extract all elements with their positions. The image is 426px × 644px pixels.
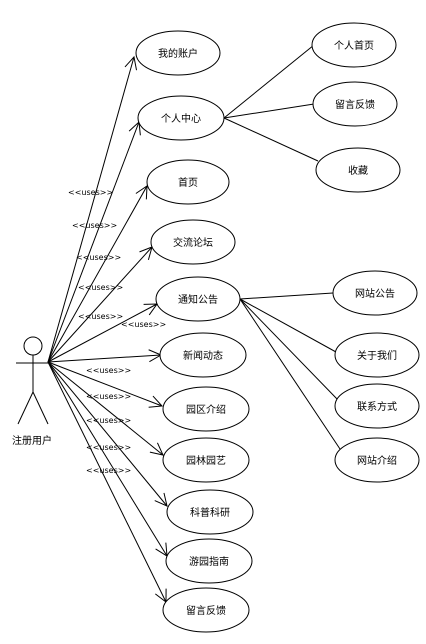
edge-garden-art [47, 361, 164, 456]
actor-label: 注册用户 [12, 434, 52, 447]
use-case-label: 关于我们 [357, 349, 397, 362]
use-case-label: 游园指南 [189, 555, 229, 568]
use-case-label: 园林园艺 [186, 454, 226, 467]
edge-pc-favorites [223, 117, 319, 162]
uses-label-1: <<uses>> [68, 188, 113, 197]
edge-news [47, 349, 163, 363]
use-case-garden-art[interactable]: 园林园艺 [162, 437, 250, 483]
edge-science [47, 361, 168, 507]
uses-label-8: <<uses>> [86, 392, 131, 401]
use-case-home[interactable]: 首页 [146, 159, 230, 205]
edge-site-intro [239, 298, 341, 450]
use-case-pc-feedback[interactable]: 留言反馈 [312, 81, 398, 127]
use-case-label: 我的账户 [158, 47, 198, 60]
uses-label-6: <<uses>> [121, 320, 166, 329]
edge-personal-center [47, 120, 141, 363]
uses-label-4: <<uses>> [78, 283, 123, 292]
use-case-feedback[interactable]: 留言反馈 [162, 587, 250, 633]
uses-label-7: <<uses>> [86, 366, 131, 375]
edge-contact [239, 298, 339, 401]
use-case-label: 联系方式 [357, 400, 397, 413]
uses-label-5: <<uses>> [78, 312, 123, 321]
edge-site-notice [239, 292, 334, 300]
use-case-forum[interactable]: 交流论坛 [150, 219, 236, 265]
uses-label-2: <<uses>> [72, 221, 117, 230]
use-case-label: 个人首页 [334, 39, 374, 52]
use-case-pc-home[interactable]: 个人首页 [311, 22, 397, 68]
edge-pc-feedback [223, 103, 315, 119]
sub-edges [223, 44, 341, 450]
use-cases: 我的账户 个人中心 首页 交流论坛 通知公告 新闻动态 园区介绍 园林园艺 [135, 22, 420, 633]
edge-park-intro [47, 361, 164, 408]
actor-left-leg [17, 391, 34, 425]
use-case-site-intro[interactable]: 网站介绍 [334, 437, 420, 483]
use-case-label: 园区介绍 [186, 403, 226, 416]
edge-tour-guide [47, 361, 168, 557]
edge-my-account [47, 55, 138, 363]
use-case-label: 科普科研 [190, 506, 230, 519]
uses-label-10: <<uses>> [86, 443, 131, 452]
use-case-pc-favorites[interactable]: 收藏 [315, 147, 401, 193]
use-case-label: 网站介绍 [357, 454, 397, 467]
use-case-label: 首页 [178, 176, 198, 189]
use-case-label: 通知公告 [178, 293, 218, 306]
actor-head [23, 336, 43, 356]
use-case-label: 个人中心 [161, 112, 201, 125]
use-case-site-notice[interactable]: 网站公告 [332, 270, 418, 316]
use-case-label: 留言反馈 [335, 98, 375, 111]
edge-forum [47, 246, 153, 363]
use-case-science[interactable]: 科普科研 [166, 489, 254, 535]
use-case-label: 交流论坛 [173, 236, 213, 249]
edge-pc-home [223, 44, 315, 119]
use-case-label: 收藏 [348, 164, 368, 177]
edge-home [47, 185, 148, 363]
uses-label-9: <<uses>> [86, 416, 131, 425]
use-case-about-us[interactable]: 关于我们 [334, 332, 420, 378]
use-case-label: 留言反馈 [186, 604, 226, 617]
actor-right-leg [32, 391, 49, 425]
use-case-notice[interactable]: 通知公告 [155, 276, 241, 322]
edge-notice [47, 303, 158, 363]
use-case-label: 网站公告 [355, 287, 395, 300]
edge-about-us [239, 298, 337, 353]
use-case-park-intro[interactable]: 园区介绍 [162, 386, 250, 432]
uses-label-3: <<uses>> [76, 253, 121, 262]
use-case-label: 新闻动态 [183, 349, 223, 362]
actor-registered-user: 注册用户 [12, 336, 52, 447]
uses-edges [47, 55, 168, 604]
use-case-news[interactable]: 新闻动态 [159, 332, 247, 378]
uses-label-11: <<uses>> [86, 466, 131, 475]
use-case-personal-center[interactable]: 个人中心 [137, 95, 225, 141]
uses-labels: <<uses>> <<uses>> <<uses>> <<uses>> <<us… [68, 188, 166, 475]
edge-feedback [47, 361, 167, 604]
use-case-my-account[interactable]: 我的账户 [135, 30, 221, 76]
use-case-tour-guide[interactable]: 游园指南 [165, 538, 253, 584]
use-case-contact[interactable]: 联系方式 [334, 383, 420, 429]
